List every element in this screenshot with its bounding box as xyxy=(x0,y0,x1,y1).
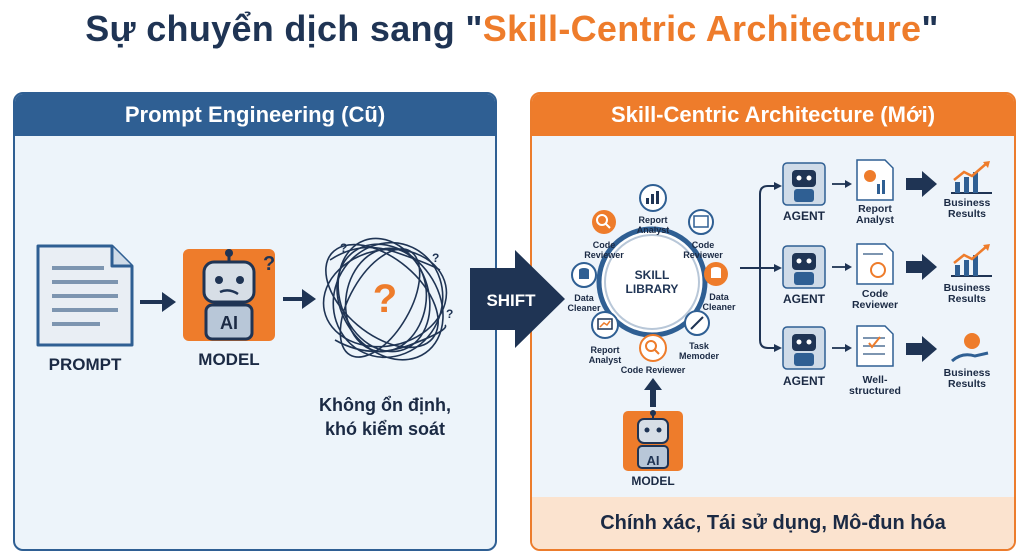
chaos-center xyxy=(363,276,407,320)
model-chip-right: AI xyxy=(647,453,660,468)
skill-library-line2: LIBRARY xyxy=(626,282,679,296)
agent-label-2: AGENT xyxy=(783,292,825,306)
chaos-scribble-icon xyxy=(322,237,448,361)
ai-model-robot-icon xyxy=(183,249,275,341)
skill-report-top-line1: Report xyxy=(638,215,668,225)
structured-doc-icon xyxy=(856,325,894,367)
shift-label: SHIFT xyxy=(486,291,536,310)
title-prefix: Sự chuyển dịch sang " xyxy=(85,8,483,49)
chaos-question-small-3: ? xyxy=(446,307,453,321)
skill-row-3-line1: Well- xyxy=(862,374,888,386)
result-row-2-line1: Business xyxy=(943,282,991,294)
arrow-to-result-3 xyxy=(906,336,937,362)
database-icon-left xyxy=(571,262,597,288)
shift-arrow xyxy=(470,250,565,348)
result-row-3-line1: Business xyxy=(943,367,991,379)
library-to-agents-connector xyxy=(740,185,778,349)
prompt-label: PROMPT xyxy=(48,355,122,374)
result-row-3-line2: Results xyxy=(948,378,986,390)
skill-centric-header: Skill-Centric Architecture (Mới) xyxy=(532,94,1014,136)
arrow-to-result-2 xyxy=(906,254,937,280)
skill-data-right-line2: Cleaner xyxy=(702,302,736,312)
skill-row-2-line2: Reviewer xyxy=(851,299,899,311)
money-hand-icon xyxy=(950,333,989,363)
skill-row-1-line2: Analyst xyxy=(856,214,894,226)
magnifier-topleft-icon xyxy=(592,210,616,234)
result-row-1-line2: Results xyxy=(948,208,986,220)
title-highlight: Skill-Centric Architecture xyxy=(482,8,922,49)
skill-code-topleft-line2: Reviewer xyxy=(584,250,624,260)
skill-code-bottom: Code Reviewer xyxy=(620,365,686,375)
tools-icon xyxy=(684,310,710,336)
agent-label-1: AGENT xyxy=(783,209,825,223)
prompt-engineering-header: Prompt Engineering (Cũ) xyxy=(15,94,495,136)
chaos-caption: Không ổn định, khó kiểm soát xyxy=(300,393,470,441)
skill-report-bl-line1: Report xyxy=(590,345,620,355)
model-chip-left: AI xyxy=(220,313,238,333)
arrow-model-to-library xyxy=(644,378,662,407)
model-label-left: MODEL xyxy=(198,350,260,369)
skill-centric-panel: Skill-Centric Architecture (Mới) Chính x… xyxy=(530,92,1016,551)
skill-report-bl-line2: Analyst xyxy=(588,355,622,365)
growth-chart-icon-2 xyxy=(951,244,992,277)
report-chart-icon xyxy=(639,184,667,212)
arrow-model-to-chaos xyxy=(283,289,316,309)
skill-data-left-line1: Data xyxy=(574,293,594,303)
skill-code-topright-line1: Code xyxy=(691,240,715,250)
agent-robot-icon-1 xyxy=(782,162,826,206)
agent-label-3: AGENT xyxy=(783,374,825,388)
benefits-footer: Chính xác, Tái sử dụng, Mô-đun hóa xyxy=(532,497,1014,549)
code-topright-icon xyxy=(688,209,714,235)
skill-task-line1: Task xyxy=(689,341,709,351)
chaos-caption-line2: khó kiểm soát xyxy=(324,419,446,439)
agent-robot-icon-2 xyxy=(782,245,826,289)
model-label-right: MODEL xyxy=(631,474,675,488)
page-title: Sự chuyển dịch sang "Skill-Centric Archi… xyxy=(0,8,1024,50)
chaos-question-small-1: ? xyxy=(340,241,347,255)
chaos-question-small-2: ? xyxy=(432,251,439,265)
arrow-to-result-1 xyxy=(906,171,937,197)
skill-code-topleft-line1: Code xyxy=(592,240,616,250)
skill-row-3-line2: structured xyxy=(849,385,901,397)
chaos-question-mark: ? xyxy=(373,277,397,321)
arrow-prompt-to-model xyxy=(140,292,176,312)
result-row-1-line1: Business xyxy=(943,197,991,209)
skill-row-2-line1: Code xyxy=(861,288,889,300)
ai-model-robot-icon-right xyxy=(623,410,683,471)
skill-report-top-line2: Analyst xyxy=(636,225,670,235)
result-row-2-line2: Results xyxy=(948,293,986,305)
code-review-doc-icon xyxy=(856,243,894,285)
magnifier-bottom-icon xyxy=(639,334,667,362)
skill-code-topright-line2: Reviewer xyxy=(683,250,723,260)
agent-robot-icon-3 xyxy=(782,326,826,370)
question-mark-small: ? xyxy=(263,253,275,275)
skill-library-line1: SKILL xyxy=(635,268,670,282)
title-suffix: " xyxy=(921,8,939,49)
growth-chart-icon-1 xyxy=(951,161,992,194)
chaos-caption-line1: Không ổn định, xyxy=(319,395,451,415)
skill-row-1-line1: Report xyxy=(858,203,892,215)
document-icon xyxy=(36,244,134,347)
skill-data-left-line2: Cleaner xyxy=(567,303,601,313)
skill-row-3: Well-structured xyxy=(845,375,905,397)
skill-task-line2: Memoder xyxy=(678,351,719,361)
skill-library-wheel xyxy=(596,226,708,338)
monitor-chart-icon xyxy=(591,311,619,339)
skill-data-right-line1: Data xyxy=(709,292,729,302)
database-icon-right xyxy=(704,262,728,286)
report-doc-icon xyxy=(856,159,894,201)
